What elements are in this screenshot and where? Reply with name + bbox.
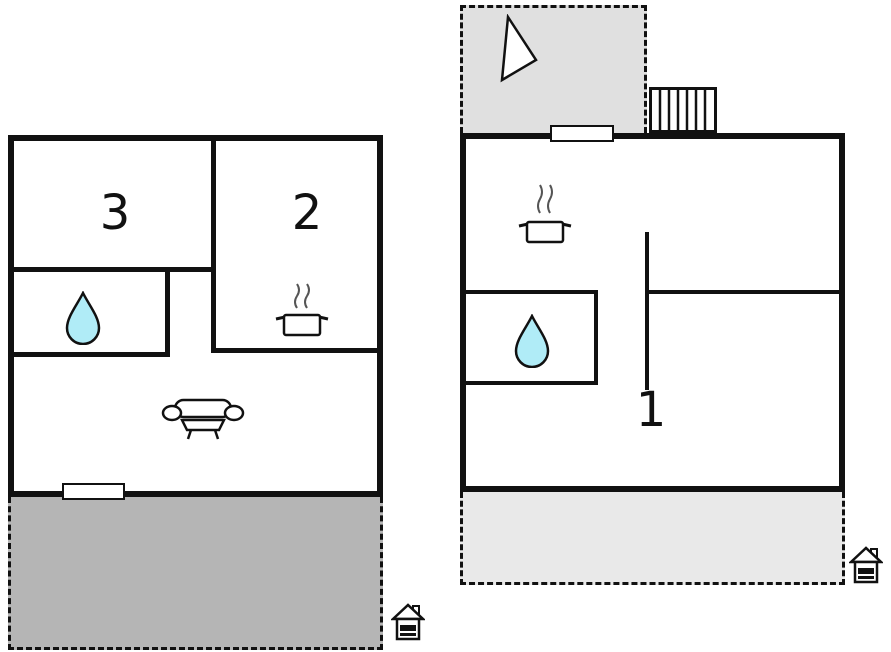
room-1-label: 1 <box>635 382 667 438</box>
right-wall-divider-horizontal <box>645 290 840 294</box>
water-drop-icon-right <box>512 314 552 368</box>
right-terrace <box>460 492 845 585</box>
right-upper-dashed-area <box>460 5 647 133</box>
cooking-pot-icon-right <box>513 183 577 251</box>
north-arrow-icon <box>498 14 542 84</box>
house-marker-icon-left <box>391 602 425 642</box>
right-wall-bathroom-top <box>460 290 598 294</box>
left-terrace <box>8 497 383 650</box>
left-wall-room-divider-vertical <box>211 135 216 353</box>
water-drop-icon <box>63 291 103 345</box>
cooking-pot-icon <box>270 282 334 344</box>
sofa-icon <box>160 395 246 443</box>
left-wall-bathroom-bottom <box>8 352 170 357</box>
right-wall-divider-vertical <box>645 232 649 390</box>
right-building-outline <box>460 133 845 492</box>
room-3-label: 3 <box>99 185 131 241</box>
right-wall-bathroom-right <box>594 290 598 385</box>
right-entrance-door <box>550 125 614 142</box>
left-wall-bathroom-right <box>165 267 170 357</box>
house-marker-icon-right <box>849 545 883 585</box>
stairs-icon <box>649 87 717 133</box>
room-2-label: 2 <box>291 185 323 241</box>
left-wall-under-room2 <box>211 348 383 353</box>
right-wall-bathroom-bottom <box>460 381 598 385</box>
left-entrance-door <box>62 483 125 500</box>
left-wall-under-room3 <box>8 267 216 272</box>
